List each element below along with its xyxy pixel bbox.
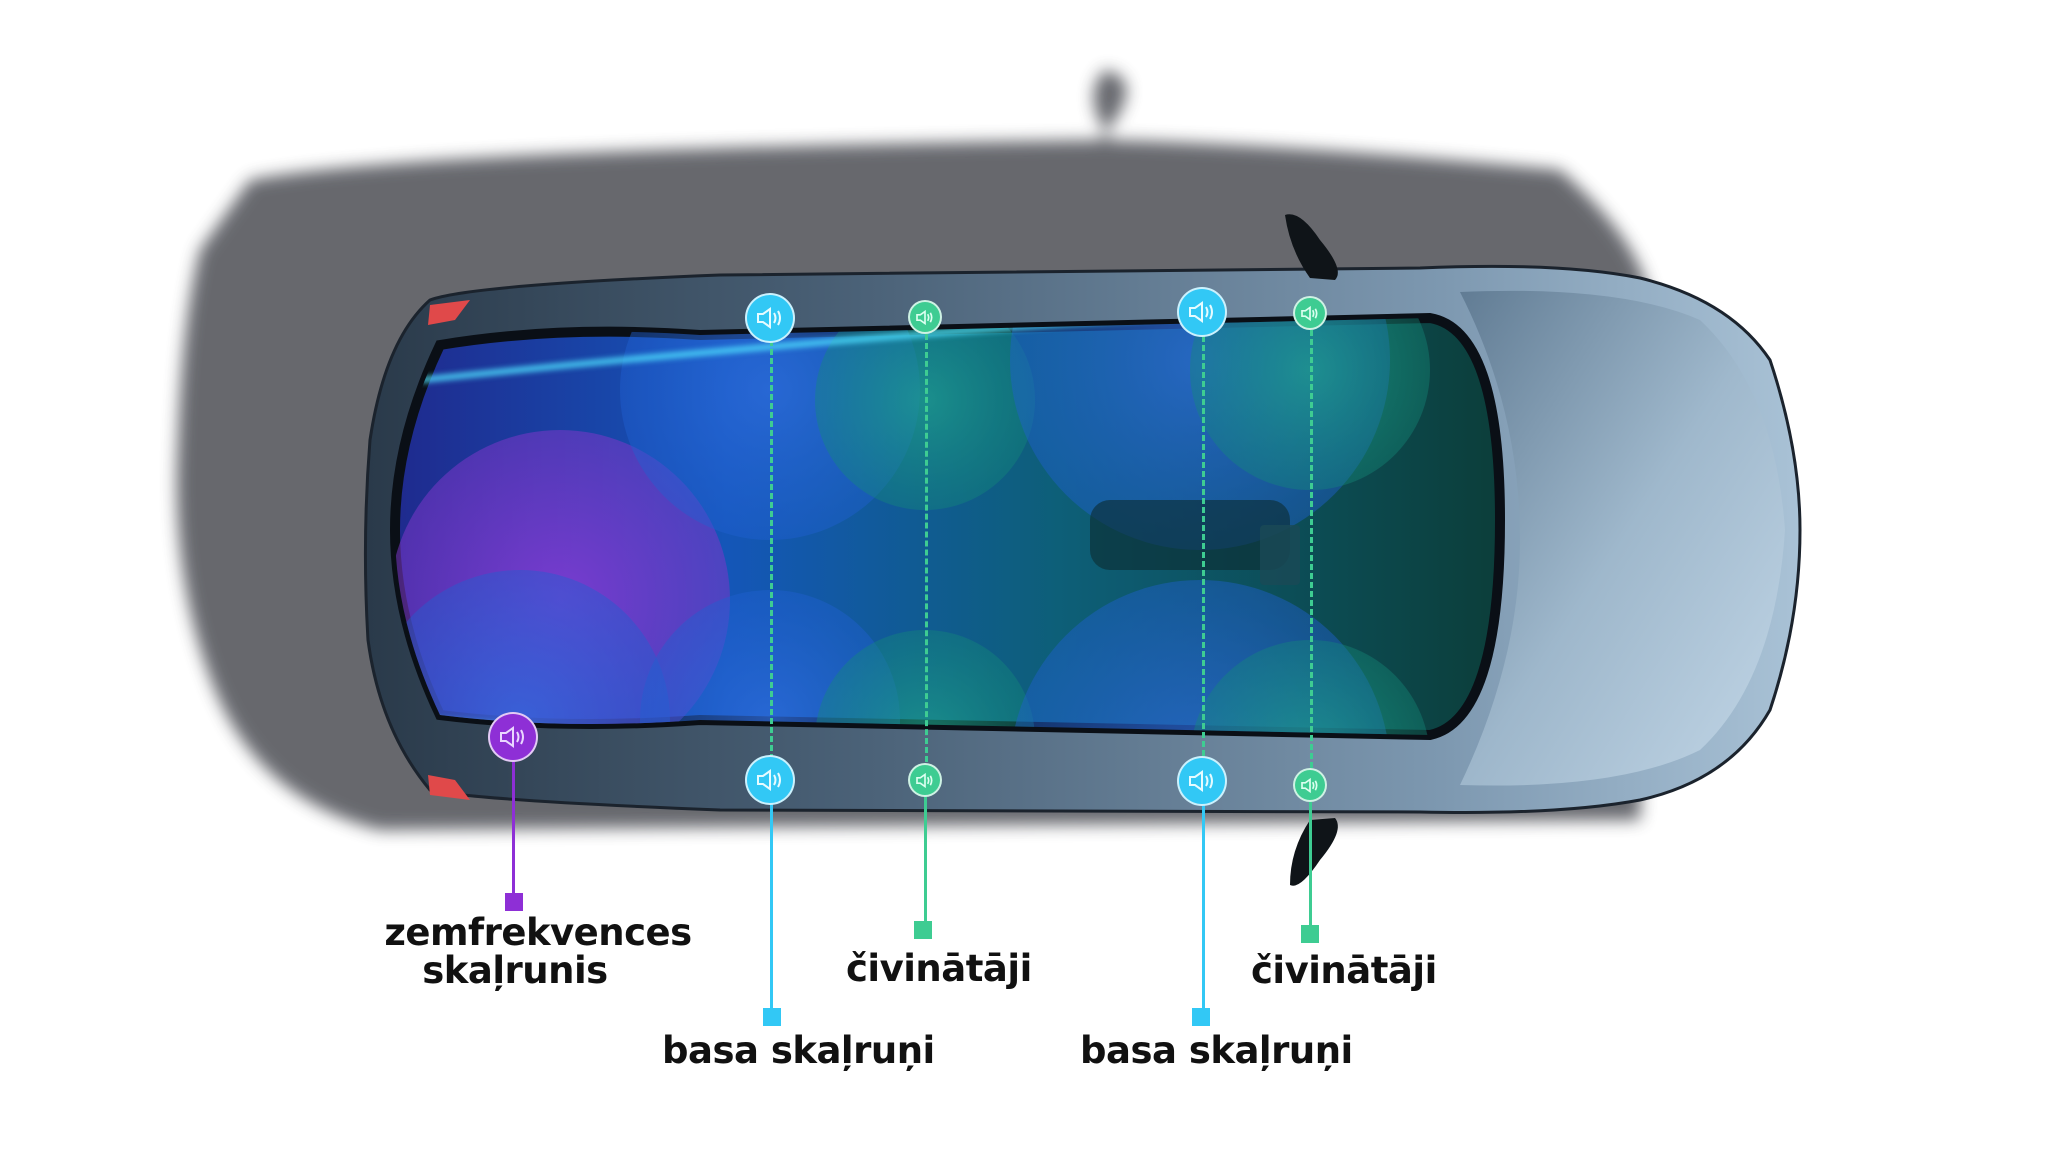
speaker-icon — [757, 307, 781, 329]
tweeter-rear-label: čivinātāji — [846, 947, 1032, 990]
bass-rear-connector-line — [770, 800, 773, 1010]
car-hood — [1460, 290, 1785, 786]
tweeter-rear-bottom-speaker-marker[interactable] — [908, 763, 942, 797]
bass-rear-bottom-speaker-marker[interactable] — [745, 755, 795, 805]
speaker-icon — [1301, 305, 1318, 321]
subwoofer-label-line2: skaļrunis — [422, 949, 608, 992]
tweeter-rear-dashed-line — [925, 334, 928, 762]
tweeter-front-label: čivinātāji — [1251, 949, 1437, 992]
subwoofer-label: zemfrekvences skaļrunis — [368, 914, 708, 990]
subwoofer-connector-line — [512, 760, 515, 900]
subwoofer-speaker-marker[interactable] — [488, 712, 538, 762]
bass-front-connector-line — [1202, 805, 1205, 1010]
tweeter-rear-top-speaker-marker[interactable] — [908, 300, 942, 334]
bass-front-top-speaker-marker[interactable] — [1177, 287, 1227, 337]
tweeter-rear-terminal — [914, 921, 932, 939]
mirror-top — [1285, 214, 1338, 280]
tweeter-rear-connector-line — [924, 795, 927, 923]
bass-front-terminal — [1192, 1008, 1210, 1026]
subwoofer-terminal — [505, 893, 523, 911]
tweeter-front-terminal — [1301, 925, 1319, 943]
speaker-icon — [916, 309, 933, 325]
tweeter-front-dashed-line — [1310, 330, 1313, 768]
speaker-icon — [500, 726, 524, 748]
bass-front-label: basa skaļruņi — [1080, 1029, 1353, 1072]
subwoofer-label-line1: zemfrekvences — [384, 911, 692, 954]
speaker-icon — [757, 769, 781, 791]
mirror-bottom — [1290, 818, 1338, 886]
bass-rear-dashed-line — [770, 340, 773, 760]
speaker-icon — [916, 772, 933, 788]
bass-front-bottom-speaker-marker[interactable] — [1177, 756, 1227, 806]
bass-rear-terminal — [763, 1008, 781, 1026]
bass-rear-top-speaker-marker[interactable] — [745, 293, 795, 343]
tweeter-front-connector-line — [1309, 800, 1312, 928]
bass-front-dashed-line — [1202, 336, 1205, 756]
tweeter-front-top-speaker-marker[interactable] — [1293, 296, 1327, 330]
tweeter-front-bottom-speaker-marker[interactable] — [1293, 768, 1327, 802]
bass-rear-label: basa skaļruņi — [662, 1029, 935, 1072]
speaker-icon — [1189, 301, 1213, 323]
speaker-icon — [1189, 770, 1213, 792]
speaker-icon — [1301, 777, 1318, 793]
